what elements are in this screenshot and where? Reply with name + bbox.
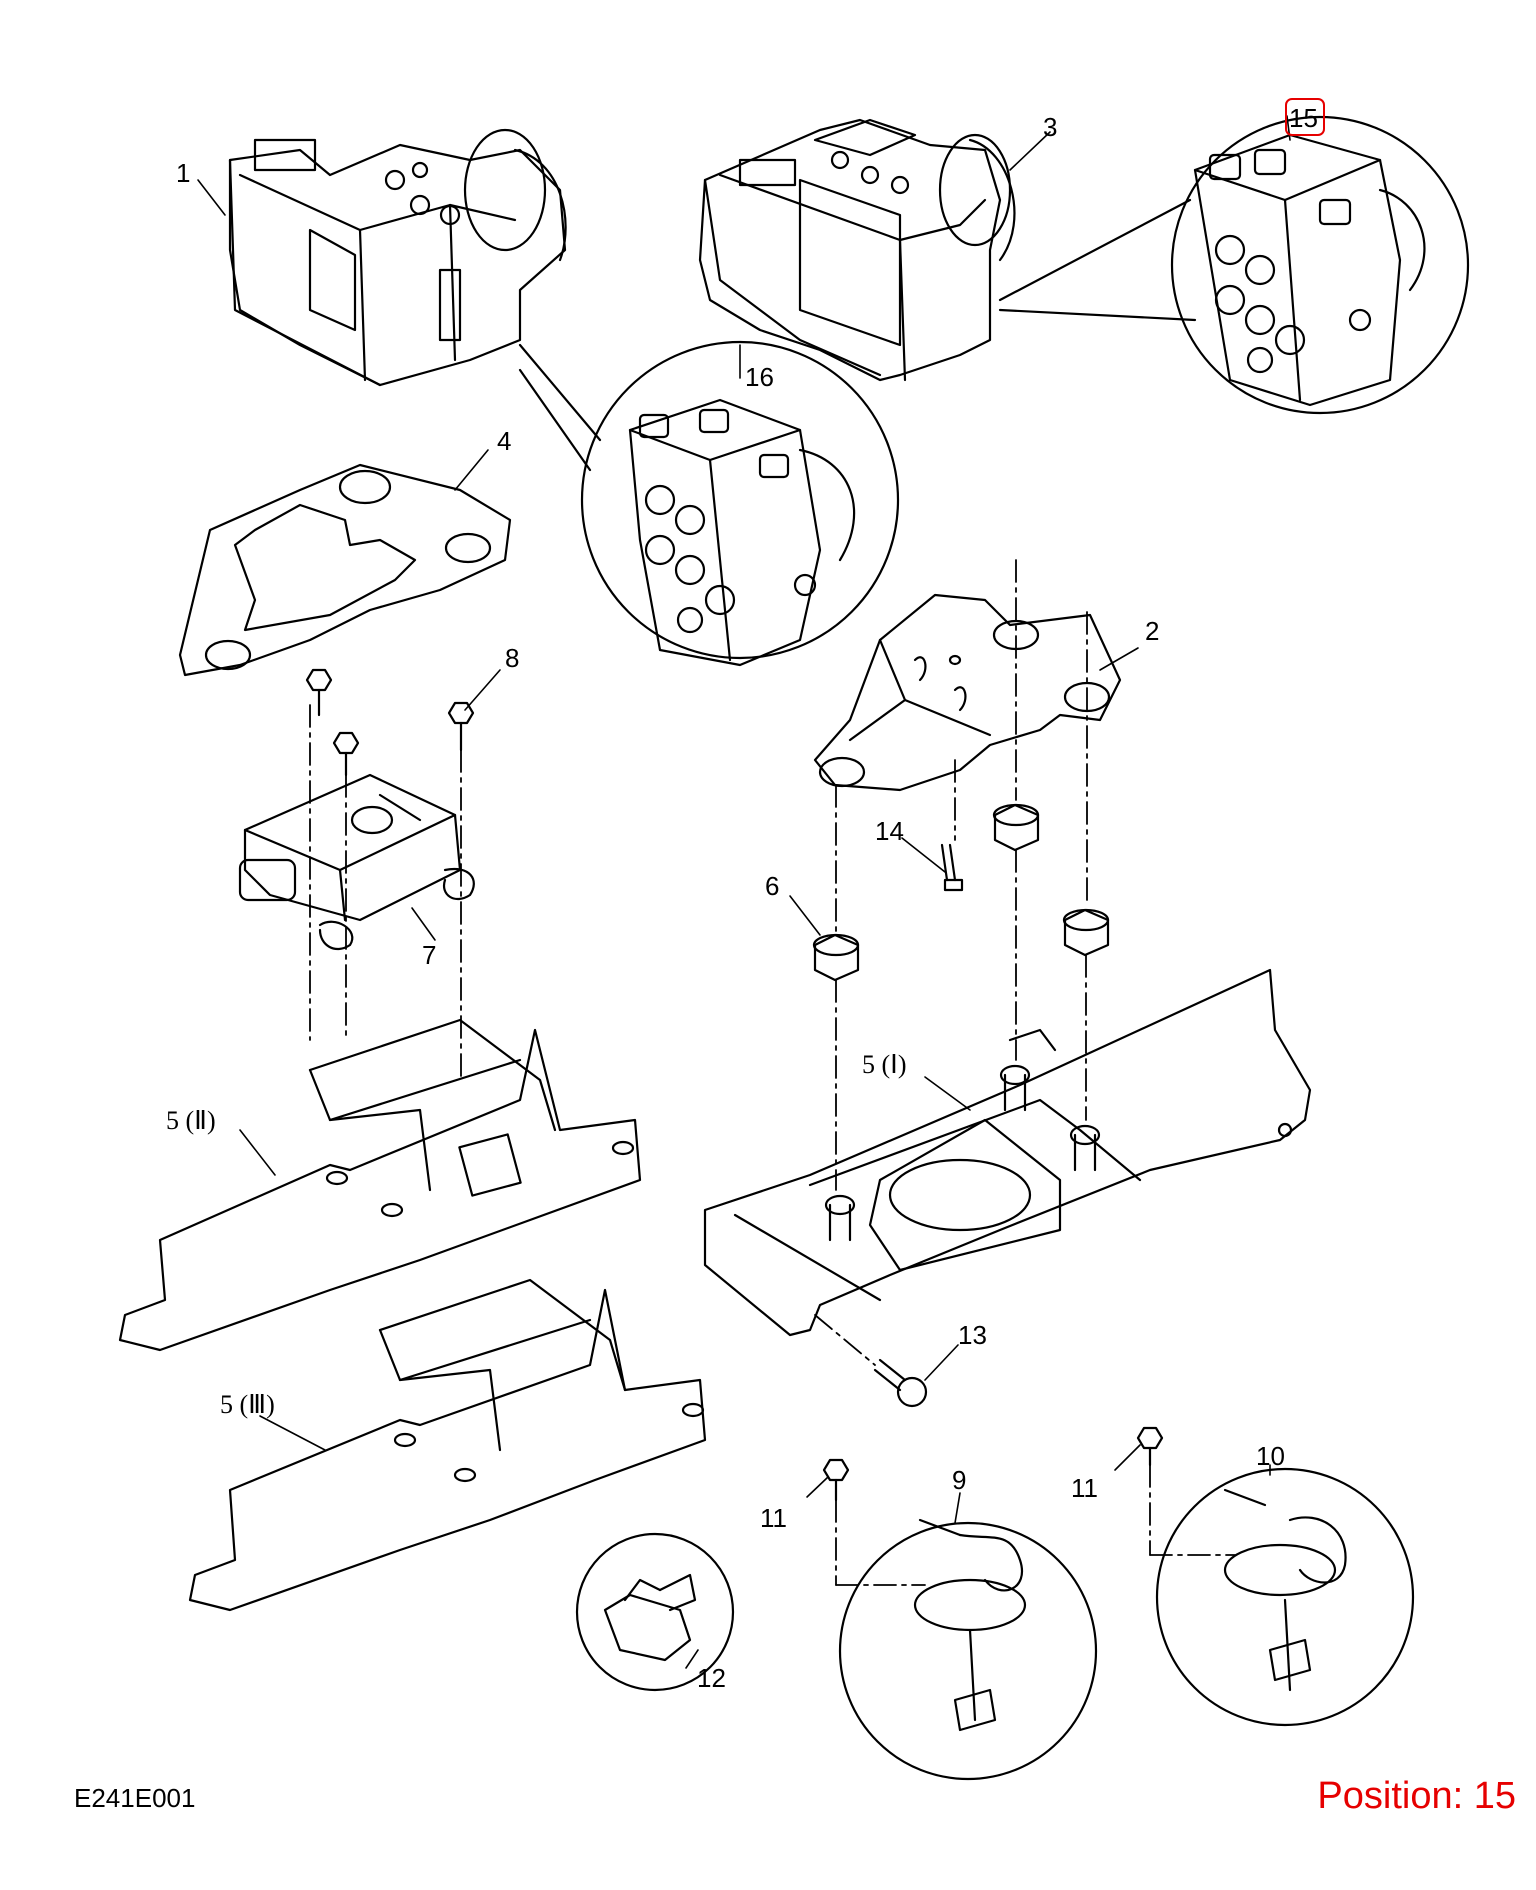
valve-block-detail-part-15[interactable] (998, 115, 1470, 415)
callout-4: 4 (497, 426, 512, 456)
bolt-part-11[interactable] (822, 1426, 1164, 1502)
yaw-rate-sensor-part-7[interactable] (238, 773, 475, 951)
bolt-part-14[interactable] (940, 843, 964, 892)
wheel-speed-sensor-part-9[interactable] (838, 1518, 1098, 1781)
gasket-plate-part-4[interactable] (178, 463, 512, 677)
callout-2: 2 (1145, 616, 1160, 646)
assembly-centerlines (309, 559, 1236, 1586)
position-indicator: Position: 15 (1317, 1775, 1516, 1817)
valve-block-detail-part-16[interactable] (518, 340, 900, 667)
callout-8: 8 (505, 643, 520, 673)
abs-bracket-part-2[interactable] (813, 593, 1122, 792)
callout-7: 7 (422, 940, 437, 970)
callout-11-right: 11 (1071, 1473, 1098, 1503)
bolt-part-8[interactable] (305, 668, 475, 777)
leader-lines (197, 115, 1291, 1669)
callout-6: 6 (765, 871, 780, 901)
callout-14: 14 (875, 816, 904, 846)
callout-9: 9 (952, 1465, 967, 1495)
bolt-part-13[interactable] (873, 1358, 928, 1408)
callout-1: 1 (176, 158, 191, 188)
diagram-code: E241E001 (74, 1783, 196, 1813)
mounting-bracket-part-5-iii[interactable] (188, 1278, 707, 1612)
abs-module-part-1[interactable] (228, 128, 567, 387)
mounting-bracket-part-5-ii[interactable] (118, 1018, 642, 1352)
wheel-speed-sensor-part-10[interactable] (1155, 1467, 1415, 1727)
position-15-highlight (1285, 98, 1325, 136)
callout-10: 10 (1256, 1441, 1285, 1471)
callout-3: 3 (1043, 112, 1058, 142)
mounting-bracket-part-5-i[interactable] (703, 968, 1312, 1337)
callout-5-iii: 5 (Ⅲ) (220, 1390, 275, 1419)
callout-11-left: 11 (760, 1503, 787, 1533)
callout-5-i: 5 (Ⅰ) (862, 1050, 907, 1079)
callout-15[interactable]: 15 (1289, 103, 1318, 133)
rubber-isolator-part-6[interactable] (812, 803, 1110, 982)
clip-detail-part-12[interactable] (575, 1532, 735, 1692)
callout-13: 13 (958, 1320, 987, 1350)
callout-5-ii: 5 (Ⅱ) (166, 1106, 216, 1135)
callout-16: 16 (745, 362, 774, 392)
abs-module-part-3[interactable] (698, 118, 1016, 382)
callout-12: 12 (697, 1663, 726, 1693)
